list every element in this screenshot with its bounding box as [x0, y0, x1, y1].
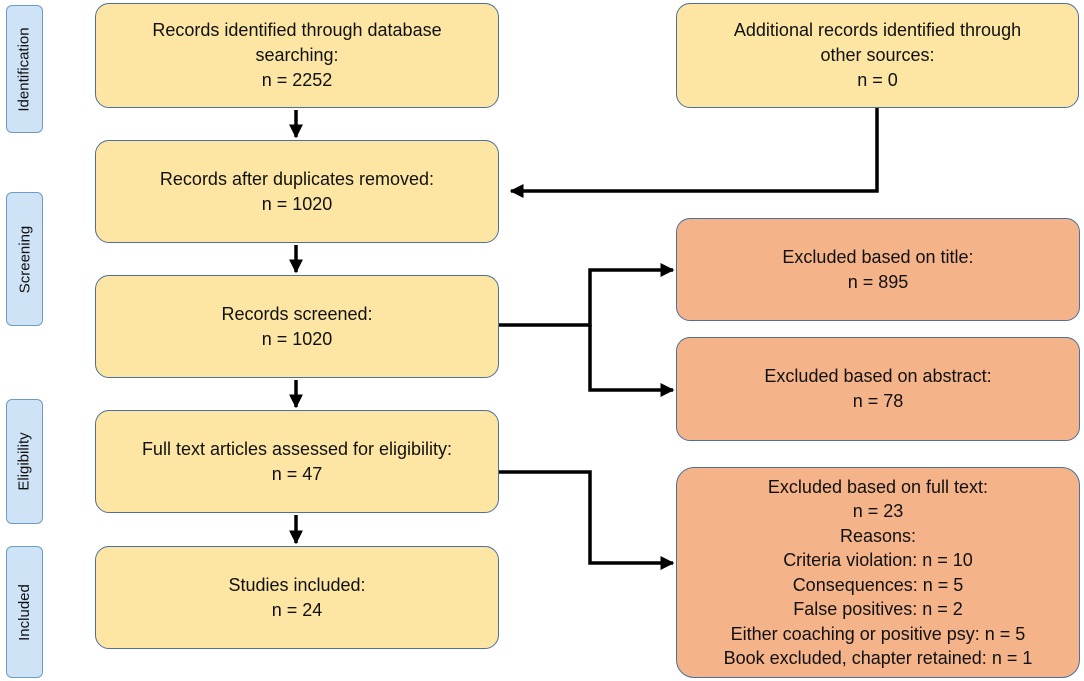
box-fulltext-line1: Full text articles assessed for eligibil…: [141, 438, 453, 459]
box-duplicates-removed: Records after duplicates removed: n = 10…: [95, 140, 499, 243]
box-excl-abstract-line1: Excluded based on abstract:: [764, 366, 992, 386]
stage-eligibility: Eligibility: [6, 399, 43, 524]
box-records-screened: Records screened: n = 1020: [95, 275, 499, 378]
box-included-count: n = 24: [271, 599, 323, 620]
box-fulltext-assessed: Full text articles assessed for eligibil…: [95, 410, 499, 513]
box-excl-title-line1: Excluded based on title:: [782, 246, 974, 267]
box-screened-count: n = 1020: [261, 328, 333, 349]
arrow-fulltext-to-excluded: [499, 470, 675, 570]
box-fulltext-count: n = 47: [271, 463, 323, 484]
box-excl-fulltext-line1: Excluded based on full text:: [767, 476, 989, 497]
stage-identification-label: Identification: [16, 26, 34, 112]
reason-criteria-violation: Criteria violation: n = 10: [783, 550, 973, 570]
box-other-line2: other sources:: [820, 45, 935, 65]
arrow-screened-to-title: [499, 263, 675, 327]
box-studies-included: Studies included: n = 24: [95, 546, 499, 649]
stage-eligibility-label: Eligibility: [16, 432, 34, 491]
box-other-sources: Additional records identified through ot…: [676, 3, 1079, 108]
box-excl-fulltext-reasons-label: Reasons:: [839, 525, 917, 546]
box-other-line1: Additional records identified through: [733, 20, 1022, 40]
stage-screening: Screening: [6, 192, 43, 326]
arrow-screened-to-abstract: [588, 325, 675, 397]
stage-included: Included: [6, 546, 43, 678]
box-included-line1: Studies included:: [228, 574, 366, 595]
box-screened-line1: Records screened:: [221, 303, 373, 324]
reason-consequences: Consequences: n = 5: [792, 574, 964, 595]
reason-coaching-or-positive-psy: Either coaching or positive psy: n = 5: [730, 623, 1026, 644]
stage-identification: Identification: [6, 5, 43, 133]
stage-included-label: Included: [16, 583, 33, 641]
box-duplicates-line1: Records after duplicates removed:: [159, 168, 435, 189]
box-excluded-abstract: Excluded based on abstract: n = 78: [676, 337, 1080, 441]
reason-book-excluded: Book excluded, chapter retained: n = 1: [723, 648, 1033, 668]
box-database-line1: Records identified through database: [152, 20, 442, 40]
box-duplicates-count: n = 1020: [261, 193, 333, 214]
reason-false-positives: False positives: n = 2: [793, 599, 963, 619]
box-excl-title-count: n = 895: [847, 271, 909, 292]
box-database-count: n = 2252: [261, 70, 333, 90]
arrow-other-to-duplicates: [509, 108, 879, 198]
box-database-records: Records identified through database sear…: [95, 3, 499, 108]
box-excl-abstract-count: n = 78: [852, 391, 904, 411]
box-excluded-fulltext: Excluded based on full text: n = 23 Reas…: [676, 467, 1080, 678]
box-database-line2: searching:: [255, 45, 339, 65]
box-excluded-title: Excluded based on title: n = 895: [676, 218, 1080, 321]
box-other-count: n = 0: [857, 70, 898, 90]
box-excl-fulltext-count: n = 23: [852, 501, 904, 521]
stage-screening-label: Screening: [16, 225, 34, 293]
